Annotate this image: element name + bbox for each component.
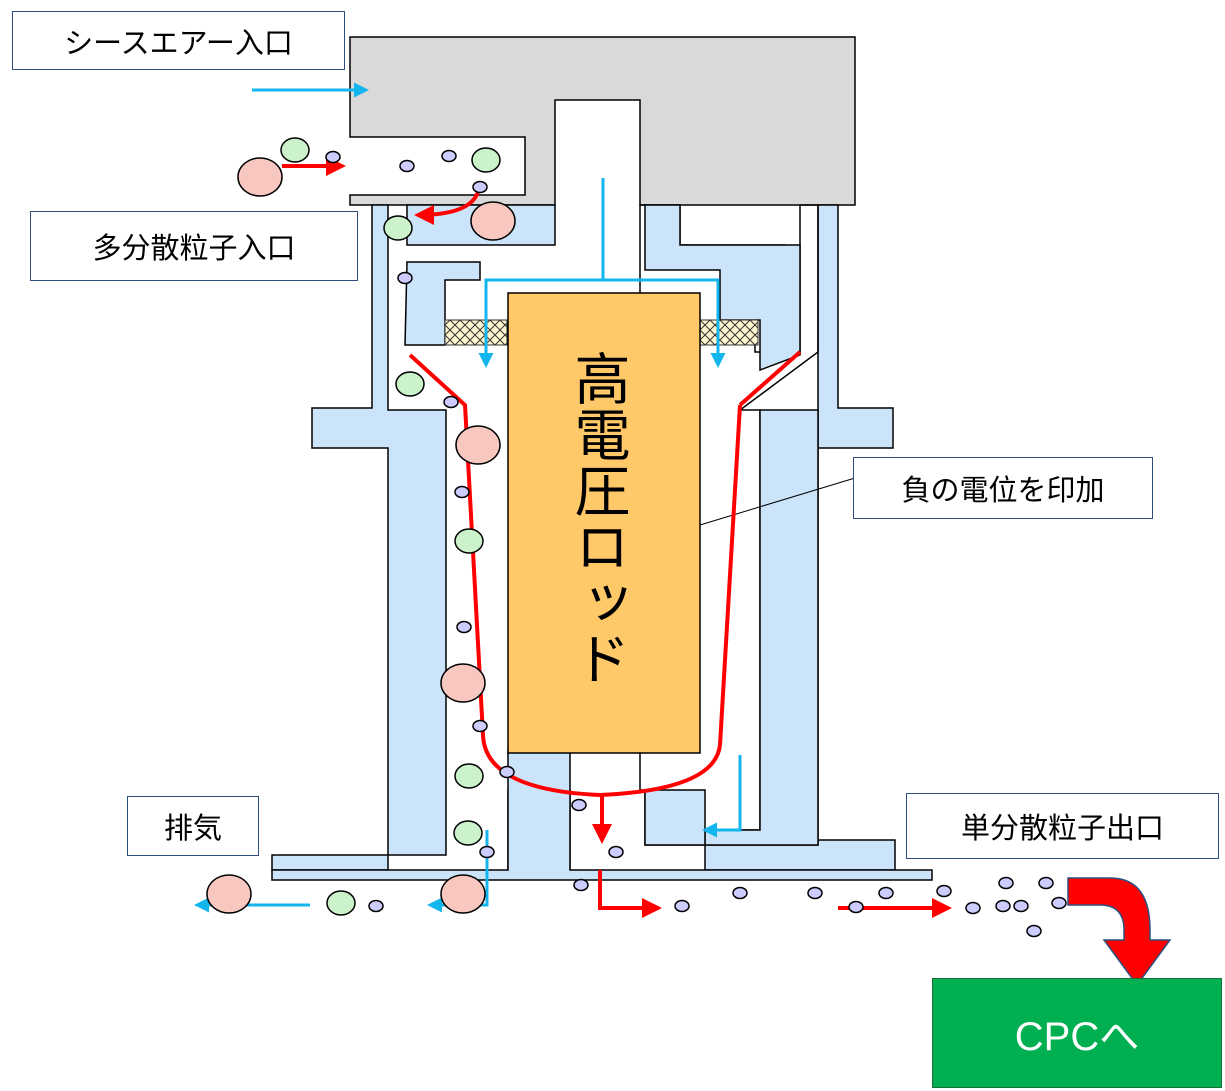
monodisperse-outlet-label: 単分散粒子出口 (906, 793, 1219, 859)
negative-potential-text: 負の電位を印加 (901, 473, 1105, 507)
left-mesh-screen (444, 319, 508, 346)
right-mesh-screen (699, 319, 759, 346)
sheath-air-inlet-text: シースエアー入口 (64, 25, 293, 60)
particle-trajectories (282, 156, 952, 918)
monodisperse-outlet-text: 単分散粒子出口 (960, 811, 1164, 845)
polydisperse-inlet-text: 多分散粒子入口 (92, 231, 296, 265)
negative-potential-label: 負の電位を印加 (853, 457, 1153, 519)
high-voltage-rod-label: 高電圧ロッド (565, 350, 630, 686)
cpc-box: CPCへ (932, 978, 1222, 1088)
high-voltage-rod (507, 292, 701, 754)
polydisperse-inlet-label: 多分散粒子入口 (30, 211, 358, 281)
medium-particles (280, 137, 501, 916)
cpc-label: CPCへ (1014, 1015, 1140, 1059)
exhaust-label: 排気 (127, 796, 259, 856)
column-walls (271, 204, 933, 881)
sheath-air-inlet-label: シースエアー入口 (12, 11, 345, 70)
exhaust-text: 排気 (163, 811, 222, 845)
leader-line (699, 477, 856, 526)
large-particles (206, 157, 516, 914)
to-cpc-arrow (1067, 877, 1172, 987)
